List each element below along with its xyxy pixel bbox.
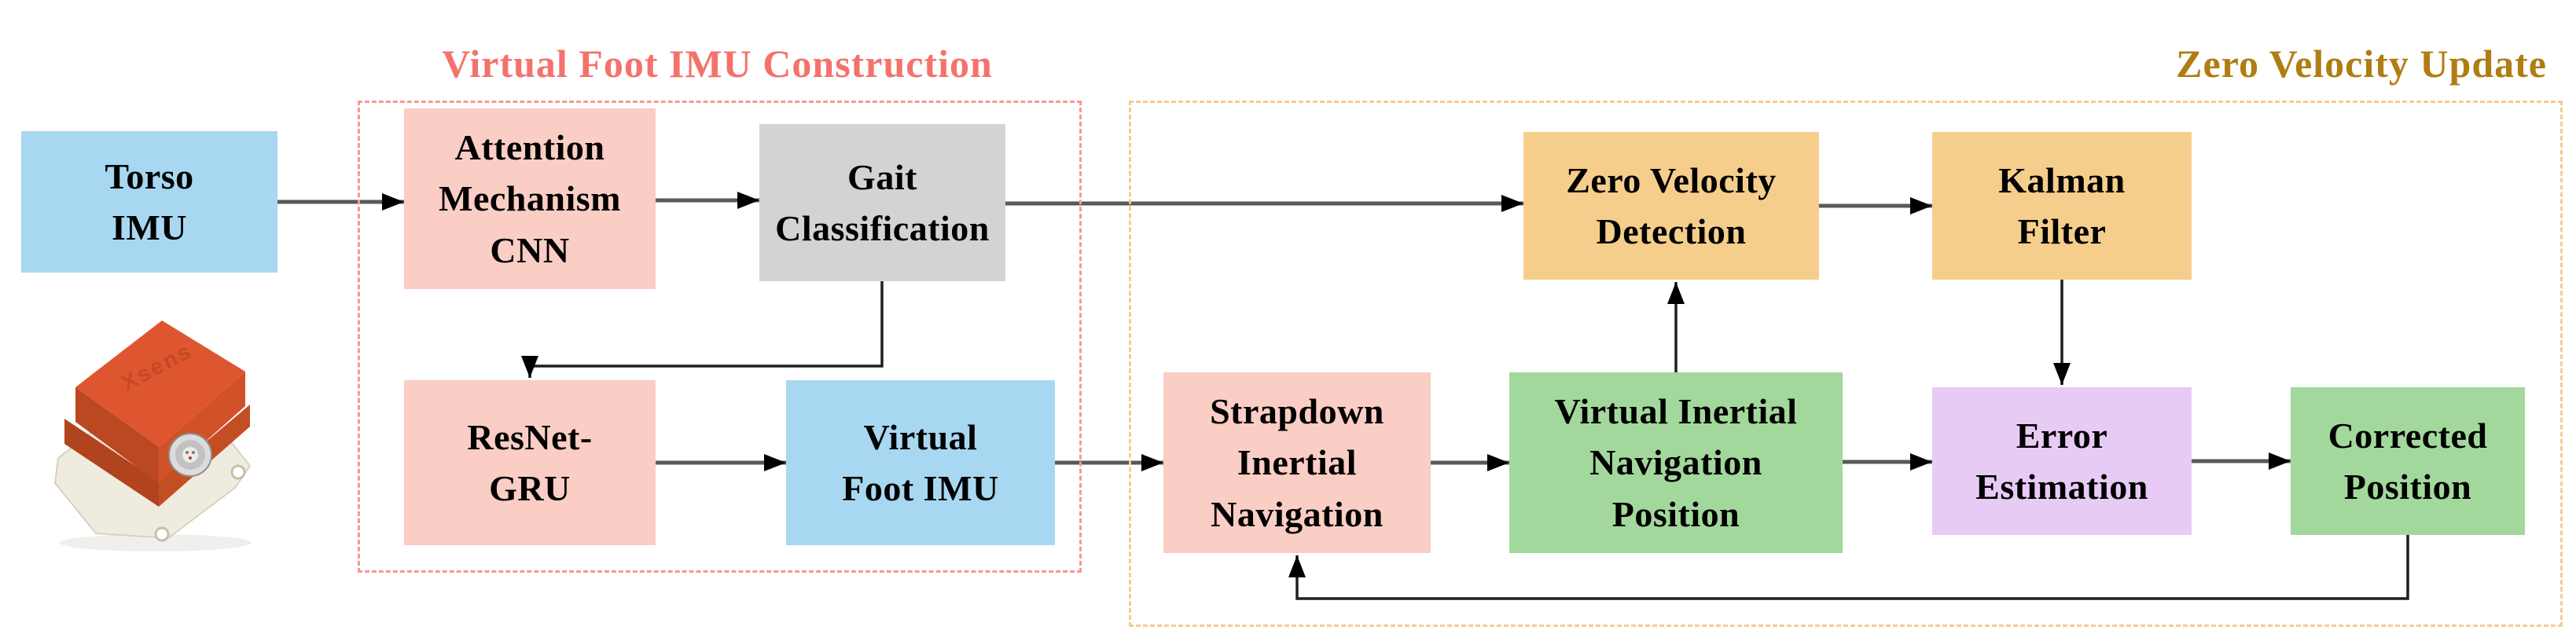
node-strapdown-inertial-navigation: Strapdown Inertial Navigation	[1163, 372, 1431, 553]
group-title-zero-velocity-update: Zero Velocity Update	[2176, 42, 2547, 86]
node-label-resnet-gru: ResNet- GRU	[467, 416, 593, 508]
node-virtual-foot-imu: Virtual Foot IMU	[786, 380, 1055, 545]
node-kalman-filter: Kalman Filter	[1932, 132, 2192, 280]
node-label-torso-imu: Torso IMU	[105, 156, 194, 247]
group-title-virtual-foot-imu-construction: Virtual Foot IMU Construction	[442, 42, 993, 86]
node-label-error-estimation: Error Estimation	[1975, 415, 2148, 507]
node-label-kalman-filter: Kalman Filter	[1998, 159, 2126, 251]
node-torso-imu: Torso IMU	[21, 131, 277, 273]
group-frame-zero-velocity-update	[1129, 101, 2563, 627]
node-zero-velocity-detection: Zero Velocity Detection	[1523, 132, 1819, 280]
node-label-virtual-foot-imu: Virtual Foot IMU	[842, 416, 999, 508]
node-corrected-position: Corrected Position	[2291, 387, 2525, 535]
node-resnet-gru: ResNet- GRU	[404, 380, 656, 545]
node-label-strapdown-inertial-navigation: Strapdown Inertial Navigation	[1210, 391, 1384, 534]
node-virtual-inertial-navigation-position: Virtual Inertial Navigation Position	[1509, 372, 1843, 553]
node-label-corrected-position: Corrected Position	[2328, 415, 2488, 507]
node-label-gait-classification: Gait Classification	[775, 156, 990, 248]
xsens-imu-photo: Xsens	[53, 320, 252, 551]
node-label-zero-velocity-detection: Zero Velocity Detection	[1566, 159, 1777, 251]
node-label-virtual-inertial-navigation-position: Virtual Inertial Navigation Position	[1554, 391, 1798, 534]
group-frame-virtual-foot-imu-construction	[358, 101, 1082, 573]
node-label-attention-mechanism-cnn: Attention Mechanism CNN	[439, 127, 621, 270]
node-gait-classification: Gait Classification	[759, 124, 1005, 281]
sensor-top-face	[75, 320, 245, 447]
node-error-estimation: Error Estimation	[1932, 387, 2192, 535]
node-attention-mechanism-cnn: Attention Mechanism CNN	[404, 108, 656, 289]
